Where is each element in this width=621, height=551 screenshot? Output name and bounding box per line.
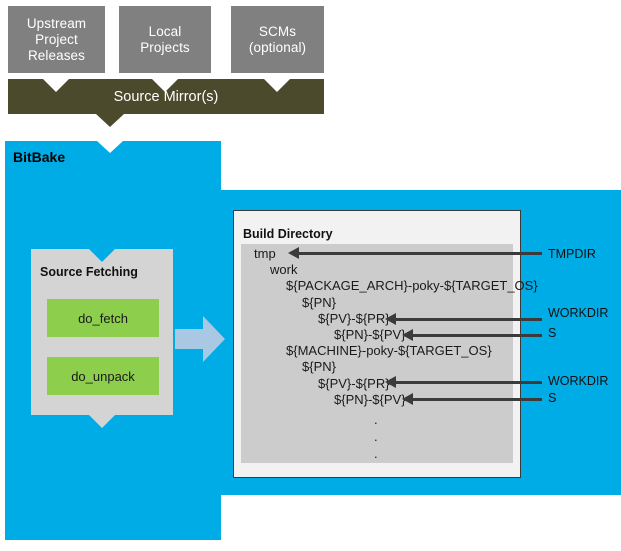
source-box-local-projects[interactable]: Local Projects bbox=[119, 6, 211, 73]
build-directory-title: Build Directory bbox=[243, 227, 333, 241]
source-fetching-outlet-arrow-icon bbox=[88, 414, 116, 428]
tree-node: ${MACHINE}-poky-${TARGET_OS} bbox=[286, 343, 492, 359]
pointer-line-s-1 bbox=[412, 334, 542, 337]
task-label: do_fetch bbox=[78, 310, 128, 326]
tree-node: ${PN}-${PV} bbox=[334, 391, 406, 407]
pointer-line-tmpdir bbox=[298, 252, 542, 255]
mirror-inlet-notch-local-icon bbox=[152, 79, 178, 92]
tree-node: ${PN} bbox=[302, 294, 336, 310]
pointer-head-s-2 bbox=[402, 393, 413, 405]
tree-node: ${PN}-${PV} bbox=[334, 327, 406, 342]
tree-ellipsis-dot: . bbox=[374, 412, 378, 427]
tree-ellipsis-dot: . bbox=[374, 446, 378, 461]
tree-node: ${PV}-${PR} bbox=[318, 375, 390, 391]
source-fetching-inlet-notch-icon bbox=[89, 249, 115, 262]
source-box-label: SCMs (optional) bbox=[248, 23, 307, 55]
source-box-scms-optional[interactable]: SCMs (optional) bbox=[231, 6, 324, 73]
tree-node: work bbox=[270, 262, 298, 278]
bitbake-region-lower bbox=[5, 490, 221, 540]
pointer-label-s-1: S bbox=[548, 326, 557, 340]
tree-node: ${PV}-${PR} bbox=[318, 310, 390, 326]
task-label: do_unpack bbox=[71, 368, 135, 384]
pointer-label-tmpdir: TMPDIR bbox=[548, 247, 596, 261]
task-box-do-unpack[interactable]: do_unpack bbox=[47, 357, 159, 395]
flow-arrow-icon bbox=[175, 316, 225, 362]
directory-tree-panel bbox=[241, 244, 513, 463]
tree-node: ${PACKAGE_ARCH}-poky-${TARGET_OS} bbox=[286, 278, 538, 294]
source-fetching-title: Source Fetching bbox=[40, 265, 138, 279]
pointer-head-workdir-1 bbox=[385, 313, 396, 325]
tree-ellipsis-dot: . bbox=[374, 429, 378, 444]
pointer-label-s-2: S bbox=[548, 391, 557, 405]
bitbake-label: BitBake bbox=[13, 149, 66, 165]
tree-node: ${PN} bbox=[302, 359, 336, 375]
mirror-outlet-arrow-icon bbox=[96, 114, 124, 127]
task-box-do-fetch[interactable]: do_fetch bbox=[47, 299, 159, 337]
pointer-head-workdir-2 bbox=[385, 376, 396, 388]
source-box-upstream-project-releases[interactable]: Upstream Project Releases bbox=[8, 6, 105, 73]
pointer-head-tmpdir bbox=[288, 247, 299, 259]
pointer-line-workdir-1 bbox=[395, 318, 542, 321]
source-box-label: Local Projects bbox=[140, 23, 190, 55]
tree-node: tmp bbox=[254, 246, 276, 261]
bitbake-top-notch-icon bbox=[97, 141, 123, 153]
pointer-label-workdir-2: WORKDIR bbox=[548, 374, 609, 388]
source-box-label: Upstream Project Releases bbox=[26, 15, 87, 63]
pointer-line-s-2 bbox=[412, 398, 542, 401]
pointer-head-s-1 bbox=[402, 329, 413, 341]
mirror-inlet-notch-scms-icon bbox=[264, 79, 290, 92]
pointer-label-workdir-1: WORKDIR bbox=[548, 306, 609, 320]
pointer-line-workdir-2 bbox=[395, 381, 542, 384]
source-mirror-label: Source Mirror(s) bbox=[113, 88, 219, 105]
mirror-inlet-notch-upstream-icon bbox=[43, 79, 69, 92]
